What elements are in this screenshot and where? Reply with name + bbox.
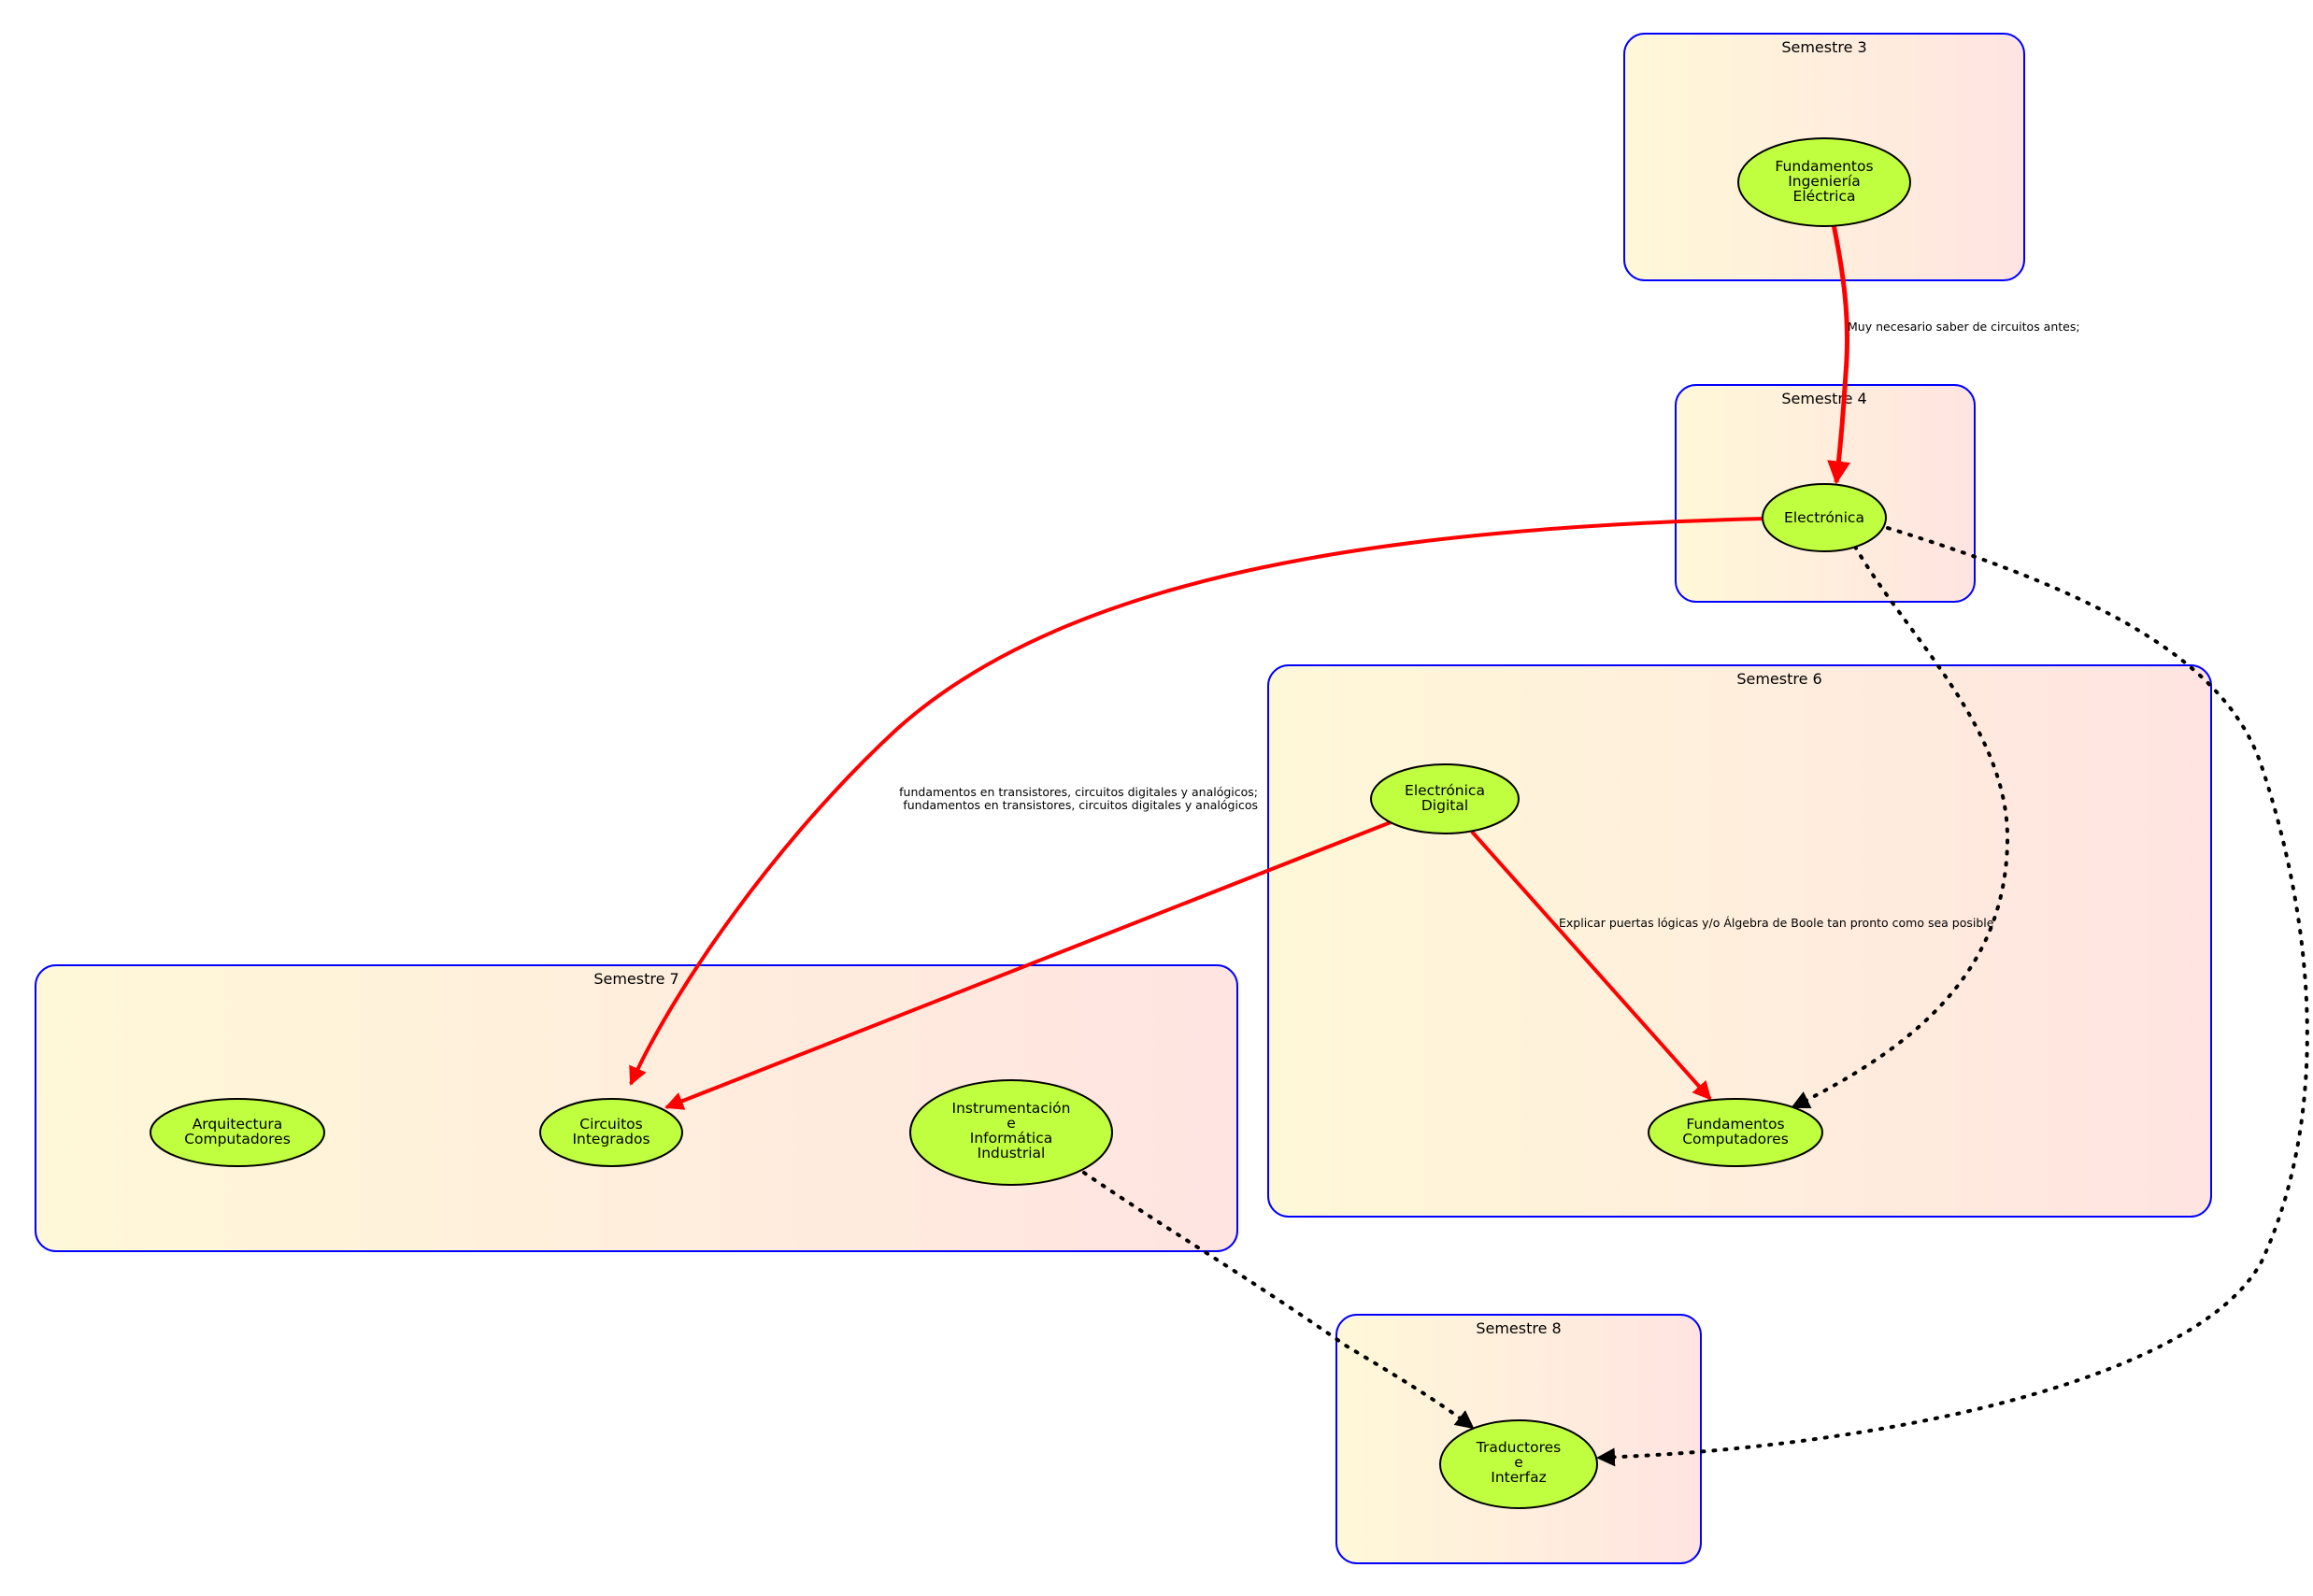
edge-electronica-to-fundcomp <box>1791 545 2010 1109</box>
node-label: e <box>1514 1454 1523 1471</box>
edge-fie-to-electronica <box>1827 223 1850 485</box>
node-label: Electrónica <box>1784 509 1864 526</box>
node-traductores-e-interfaz[interactable]: Traductores e Interfaz <box>1439 1419 1598 1509</box>
node-fundamentos-computadores[interactable]: Fundamentos Computadores <box>1648 1098 1823 1167</box>
cluster-label: Semestre 8 <box>1476 1319 1561 1337</box>
edge-label-transistores-2: fundamentos en transistores, circuitos d… <box>903 798 1258 812</box>
edge-label-circuitos-antes: Muy necesario saber de circuitos antes; <box>1848 320 2080 334</box>
edge-label-transistores-1: fundamentos en transistores, circuitos d… <box>899 785 1258 799</box>
node-label: Electrónica <box>1405 782 1485 799</box>
node-label: Traductores <box>1476 1439 1561 1456</box>
node-label: Fundamentos <box>1775 158 1873 175</box>
node-label: Instrumentación <box>952 1100 1071 1117</box>
node-label: e <box>1007 1115 1016 1132</box>
edge-digital-to-fundcomp <box>1470 830 1712 1101</box>
node-label: Integrados <box>572 1131 650 1147</box>
cluster-label: Semestre 6 <box>1736 670 1821 688</box>
node-instrumentacion-informatica-industrial[interactable]: Instrumentación e Informática Industrial <box>909 1079 1113 1186</box>
node-label: Arquitectura <box>193 1116 283 1133</box>
node-label: Industrial <box>978 1145 1046 1161</box>
cluster-label: Semestre 4 <box>1781 390 1866 407</box>
node-circuitos-integrados[interactable]: Circuitos Integrados <box>539 1098 683 1167</box>
node-label: Computadores <box>1682 1131 1789 1147</box>
node-label: Interfaz <box>1491 1469 1546 1486</box>
node-electronica[interactable]: Electrónica <box>1762 483 1887 552</box>
node-label: Computadores <box>184 1131 291 1147</box>
node-label: Fundamentos <box>1686 1116 1784 1133</box>
edge-electronica-to-circuitos <box>629 517 1765 1086</box>
cluster-label: Semestre 7 <box>593 970 678 988</box>
edge-digital-to-circuitos <box>664 820 1392 1110</box>
node-label: Circuitos <box>579 1116 642 1133</box>
node-label: Eléctrica <box>1793 188 1856 205</box>
node-electronica-digital[interactable]: Electrónica Digital <box>1370 763 1520 834</box>
cluster-label: Semestre 3 <box>1781 38 1866 56</box>
node-arquitectura-computadores[interactable]: Arquitectura Computadores <box>150 1098 325 1167</box>
node-label: Ingeniería <box>1788 173 1861 190</box>
edge-label-puertas-logicas: Explicar puertas lógicas y/o Álgebra de … <box>1559 916 1994 930</box>
edge-electronica-to-traductores <box>1596 526 2309 1467</box>
node-label: Digital <box>1421 797 1468 814</box>
node-label: Informática <box>970 1130 1052 1147</box>
node-fundamentos-ingenieria-electrica[interactable]: Fundamentos Ingeniería Eléctrica <box>1737 137 1911 227</box>
